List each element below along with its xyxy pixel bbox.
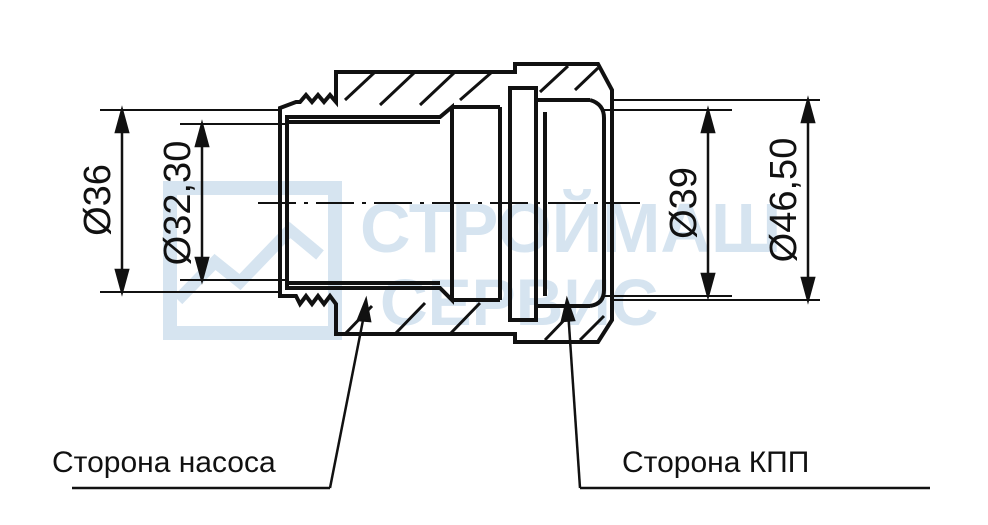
hatch-3 bbox=[418, 70, 457, 107]
watermark-line1: СТРОЙМАШ bbox=[360, 188, 781, 267]
dim-d36-text: Ø36 bbox=[77, 164, 119, 236]
outer-contour bbox=[278, 62, 614, 344]
extension-lines bbox=[100, 99, 820, 301]
watermark-line2: СЕРВИС bbox=[380, 265, 658, 339]
chamber-end bbox=[589, 98, 606, 308]
arrow-d4650-top bbox=[800, 95, 816, 124]
leader-gearbox-arrow bbox=[560, 295, 576, 323]
label-gearbox-side: Сторона КПП bbox=[622, 446, 809, 479]
arrow-d3230-top bbox=[194, 119, 210, 148]
hatch-2 bbox=[378, 70, 417, 107]
hatch-5 bbox=[538, 64, 570, 94]
hatch-1 bbox=[343, 70, 377, 102]
label-pump-side: Сторона насоса bbox=[52, 446, 276, 479]
arrow-d3230-bottom bbox=[194, 256, 210, 285]
hatch-6 bbox=[573, 66, 600, 92]
dim-d39-text: Ø39 bbox=[663, 167, 705, 239]
arrow-d39-bottom bbox=[700, 272, 716, 301]
arrow-d4650-bottom bbox=[800, 276, 816, 305]
hatch-4 bbox=[459, 70, 493, 102]
hatch-11 bbox=[578, 314, 606, 342]
arrow-d39-top bbox=[700, 105, 716, 134]
leader-pump bbox=[328, 309, 367, 489]
part-outline bbox=[278, 62, 614, 344]
watermark-logo-frame bbox=[163, 181, 342, 340]
hatch-9 bbox=[448, 301, 482, 336]
dim-d3230-text: Ø32,30 bbox=[157, 141, 199, 266]
leaders bbox=[72, 295, 930, 490]
hatch-8 bbox=[393, 301, 427, 336]
dimension-lines bbox=[114, 95, 816, 305]
arrow-d36-top bbox=[114, 105, 130, 134]
leader-pump-arrow bbox=[356, 295, 372, 323]
dim-d4650-text: Ø46,50 bbox=[763, 138, 805, 263]
watermark: СТРОЙМАШ СЕРВИС bbox=[163, 181, 781, 340]
arrow-d36-bottom bbox=[114, 268, 130, 297]
leader-gearbox bbox=[566, 309, 582, 489]
